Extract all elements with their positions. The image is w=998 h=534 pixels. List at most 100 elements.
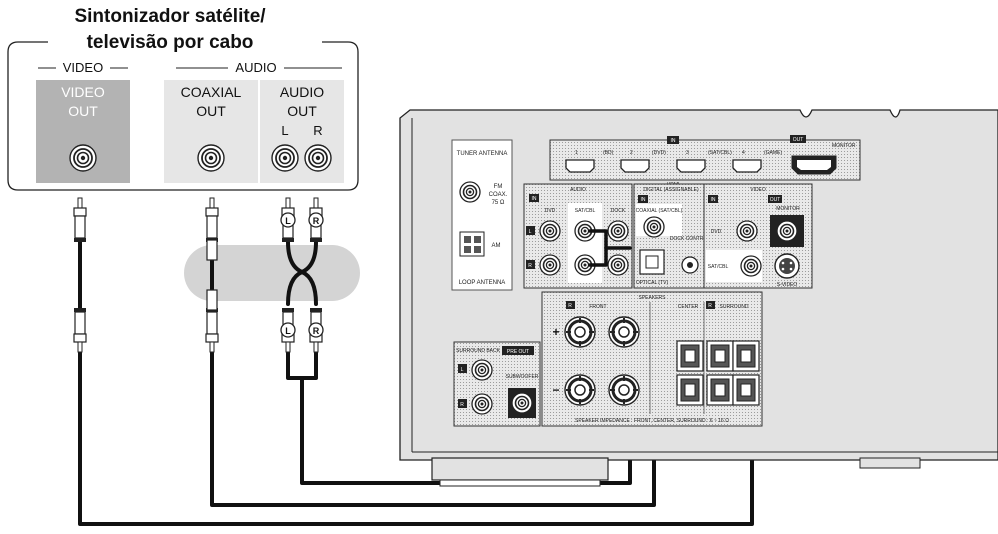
center-plus-terminal[interactable] xyxy=(676,340,704,372)
front-l-plus-terminal[interactable] xyxy=(607,315,641,349)
speakers-label: SPEAKERS xyxy=(639,295,667,301)
source-device: Sintonizador satélite/ televisão por cab… xyxy=(7,6,359,191)
subwoofer-jack[interactable] xyxy=(511,392,533,414)
front-minus-sign: − xyxy=(552,383,559,397)
fm-antenna-jack[interactable] xyxy=(459,181,481,203)
av-receiver: TUNER ANTENNA FM COAX. 75 Ω AM LOOP ANTE… xyxy=(399,109,998,487)
center-minus-terminal[interactable] xyxy=(676,374,704,406)
video-group-label: VIDEO xyxy=(63,60,103,75)
video-plug-top xyxy=(73,197,87,243)
hdmi-in-4-num: 4 xyxy=(742,150,745,156)
source-title-line2: televisão por cabo xyxy=(87,32,254,53)
tuner-antenna-label: TUNER ANTENNA xyxy=(457,151,508,157)
audio-out-r-label: R xyxy=(313,123,322,138)
fm-label-3: 75 Ω xyxy=(492,200,505,206)
hdmi-in-4-name: (GAME) xyxy=(764,150,782,156)
video-in-badge: IN xyxy=(711,197,716,203)
coaxial-out-label-2: OUT xyxy=(196,103,226,119)
speaker-impedance-label: SPEAKER IMPEDANCE : FRONT, CENTER, SURRO… xyxy=(575,418,729,424)
cable-plugs: L R L R xyxy=(73,197,324,353)
digital-in-badge: IN xyxy=(641,197,646,203)
center-label: CENTER xyxy=(678,304,699,310)
audio-dock-r-jack[interactable] xyxy=(607,254,629,276)
audio-r-badge: R xyxy=(528,263,532,269)
audio-input-patch xyxy=(588,229,632,267)
hdmi-in-2-name: (DVD) xyxy=(652,150,666,156)
surround-r-badge: R xyxy=(708,303,712,309)
audio-dvd-r-jack[interactable] xyxy=(539,254,561,276)
hdmi-out-badge: OUT xyxy=(793,137,804,143)
hdmi-in-3-num: 3 xyxy=(686,150,689,156)
fm-label-2: COAX. xyxy=(489,192,508,198)
audio-out-r-jack[interactable] xyxy=(304,144,332,172)
subwoofer-label: SUBWOOFER xyxy=(506,374,539,380)
video-satcbl-jack[interactable] xyxy=(740,255,762,277)
front-r-plus-terminal[interactable] xyxy=(563,315,597,349)
audio-group-label: AUDIO xyxy=(235,60,276,75)
hdmi-in-3-name: (SAT/CBL) xyxy=(708,150,732,156)
audio-satcbl-label: SAT/CBL xyxy=(575,208,596,214)
hdmi-in-4-port[interactable] xyxy=(732,159,762,173)
plug-top-r-badge: R xyxy=(313,216,320,226)
front-r-minus-terminal[interactable] xyxy=(563,373,597,407)
surround-r-minus-terminal[interactable] xyxy=(706,374,734,406)
audio-dvd-l-jack[interactable] xyxy=(539,220,561,242)
video-monitor-out-jack[interactable] xyxy=(776,220,798,242)
video-out-jack[interactable] xyxy=(69,144,97,172)
receiver-foot xyxy=(431,457,609,481)
front-label: FRONT xyxy=(589,304,606,310)
hdmi-inputs: 1 (BD) 2 (DVD) 3 (SAT/CBL) 4 (GAME) xyxy=(565,150,782,173)
video-monitor-label: MONITOR xyxy=(776,206,800,212)
video-dvd-label: DVD xyxy=(711,229,722,235)
video-dvd-jack[interactable] xyxy=(736,220,758,242)
pre-out-badge: PRE OUT xyxy=(507,349,529,355)
audio-cable-l xyxy=(286,240,318,306)
loop-antenna-label: LOOP ANTENNA xyxy=(459,280,506,286)
video-out-label-1: VIDEO xyxy=(61,84,105,100)
surround-l-plus-terminal[interactable] xyxy=(732,340,760,372)
dock-control-label: DOCK CONTROL xyxy=(670,236,711,242)
front-l-minus-terminal[interactable] xyxy=(607,373,641,407)
video-satcbl-label: SAT/CBL xyxy=(708,264,729,270)
source-device-outline xyxy=(7,41,359,191)
plug-bottom-r-badge: R xyxy=(313,326,320,336)
hdmi-in-2-num: 2 xyxy=(630,150,633,156)
hdmi-in-1-name: (BD) xyxy=(603,150,614,156)
audio-l-badge: L xyxy=(529,229,532,235)
audio-dock-label: DOCK xyxy=(611,208,626,214)
surround-back-label: SURROUND BACK xyxy=(456,348,501,354)
digital-panel-label: DIGITAL (ASSIGNABLE) xyxy=(643,187,699,193)
digital-coaxial-jack[interactable] xyxy=(643,216,665,238)
audio-dvd-label: DVD xyxy=(545,208,556,214)
audio-dock-l-jack[interactable] xyxy=(607,220,629,242)
plug-bottom-l-badge: L xyxy=(285,326,291,336)
audio-cable-join xyxy=(286,350,318,380)
surround-l-minus-terminal[interactable] xyxy=(732,374,760,406)
audio-out-label-1: AUDIO xyxy=(280,84,324,100)
surround-back-r-jack[interactable] xyxy=(471,393,493,415)
plug-top-l-badge: L xyxy=(285,216,291,226)
video-out-label-2: OUT xyxy=(68,103,98,119)
surround-r-plus-terminal[interactable] xyxy=(706,340,734,372)
hdmi-in-1-port[interactable] xyxy=(565,159,595,173)
coax-plug-bottom xyxy=(205,307,219,353)
coaxial-out-jack[interactable] xyxy=(197,144,225,172)
coax-plug-top xyxy=(205,197,219,243)
surround-label: SURROUND xyxy=(720,304,749,310)
audio-out-l-label: L xyxy=(281,123,288,138)
fm-label-1: FM xyxy=(494,184,503,190)
optical-tv-label: OPTICAL (TV) xyxy=(636,280,669,286)
front-r-badge: R xyxy=(568,303,572,309)
hdmi-in-2-port[interactable] xyxy=(620,159,650,173)
tuner-antenna-panel xyxy=(451,139,513,291)
front-plus-sign: + xyxy=(552,325,559,339)
audio-in-panel-label: AUDIO xyxy=(570,187,586,193)
video-panel-label: VIDEO xyxy=(750,187,766,193)
audio-out-label-2: OUT xyxy=(287,103,317,119)
surround-back-l-jack[interactable] xyxy=(471,359,493,381)
audio-out-l-jack[interactable] xyxy=(271,144,299,172)
coaxial-out-label-1: COAXIAL xyxy=(181,84,242,100)
hdmi-in-3-port[interactable] xyxy=(676,159,706,173)
hdmi-in-1-num: 1 xyxy=(575,150,578,156)
